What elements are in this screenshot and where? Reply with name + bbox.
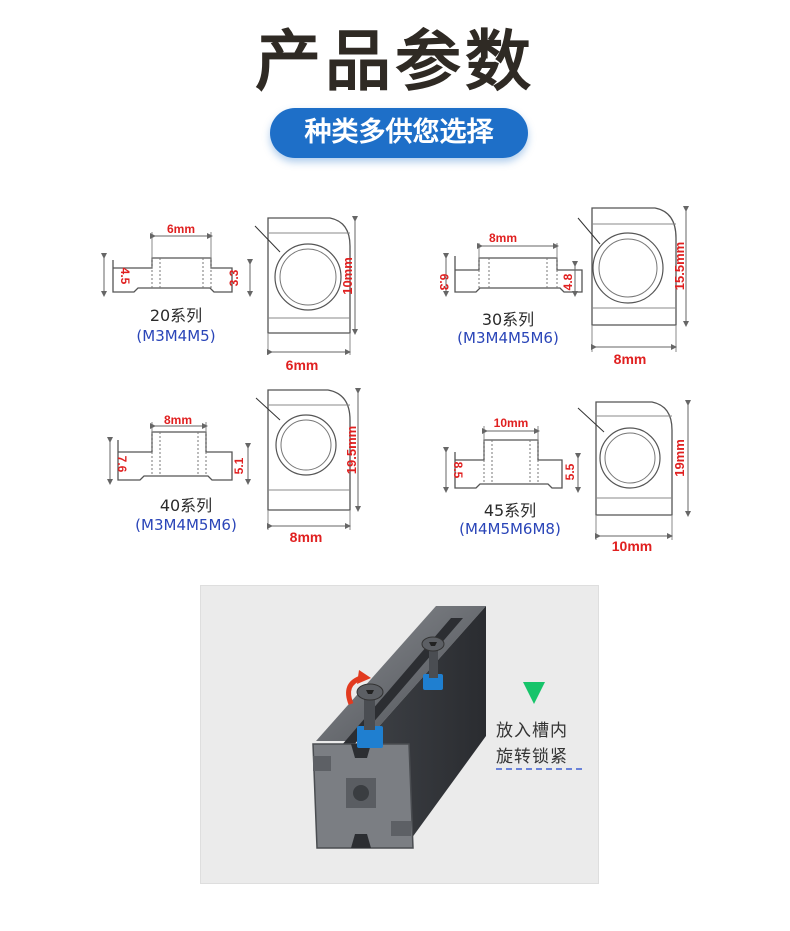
spec-30-series: 30系列 <box>481 310 535 329</box>
spec-drawings: 6mm 4.5 3.3 10mm 6mm 8mm 6.3 4.8 15.5mm … <box>101 206 691 554</box>
spec-20-series: 20系列 <box>149 306 203 325</box>
t-nut-near <box>357 726 383 748</box>
subtitle-badge: 种类多供您选择 <box>270 108 528 158</box>
spec-20-width-label: 6mm <box>286 357 319 373</box>
spec-45-series: 45系列 <box>483 501 537 520</box>
spec-20-height-label: 10mm <box>340 257 355 295</box>
spec-40-drawing <box>107 388 361 530</box>
spec-40-series: 40系列 <box>159 496 213 515</box>
spec-30-top-label: 8mm <box>489 231 517 245</box>
spec-20-sizes: (M3M4M5) <box>136 327 216 345</box>
instruction-underline <box>496 768 582 770</box>
aluminum-profile-illustration <box>312 606 545 849</box>
instruction-line-2: 旋转锁紧 <box>496 747 568 767</box>
instruction-line-1: 放入槽内 <box>496 721 568 741</box>
spec-20-top-label: 6mm <box>167 222 195 236</box>
spec-45-sizes: (M4M5M6M8) <box>459 520 561 538</box>
spec-45-drawing <box>443 400 691 540</box>
spec-40-height-label: 19.5mm <box>344 426 359 474</box>
page-title: 产品参数 <box>255 23 535 100</box>
spec-30-right-label: 4.8 <box>561 273 575 290</box>
spec-40-right-label: 5.1 <box>232 457 246 474</box>
spec-20-left-label: 4.5 <box>118 268 132 285</box>
spec-45-width-label: 10mm <box>612 538 652 554</box>
spec-40-top-label: 8mm <box>164 413 192 427</box>
spec-40-sizes: (M3M4M5M6) <box>135 516 237 534</box>
spec-30-width-label: 8mm <box>614 351 647 367</box>
spec-45-right-label: 5.5 <box>563 463 577 480</box>
spec-45-left-label: 8.5 <box>451 462 465 479</box>
spec-30-height-label: 15.5mm <box>672 242 687 290</box>
spec-30-sizes: (M3M4M5M6) <box>457 329 559 347</box>
spec-45-height-label: 19mm <box>672 439 687 477</box>
installation-photo <box>200 585 599 884</box>
spec-45-top-label: 10mm <box>494 416 529 430</box>
spec-20-right-label: 3.3 <box>227 269 241 286</box>
spec-40-left-label: 7.6 <box>115 456 129 473</box>
spec-30-left-label: 6.3 <box>437 274 451 291</box>
spec-20-drawing <box>101 216 358 355</box>
spec-30-drawing <box>443 206 689 352</box>
spec-40-width-label: 8mm <box>290 529 323 545</box>
